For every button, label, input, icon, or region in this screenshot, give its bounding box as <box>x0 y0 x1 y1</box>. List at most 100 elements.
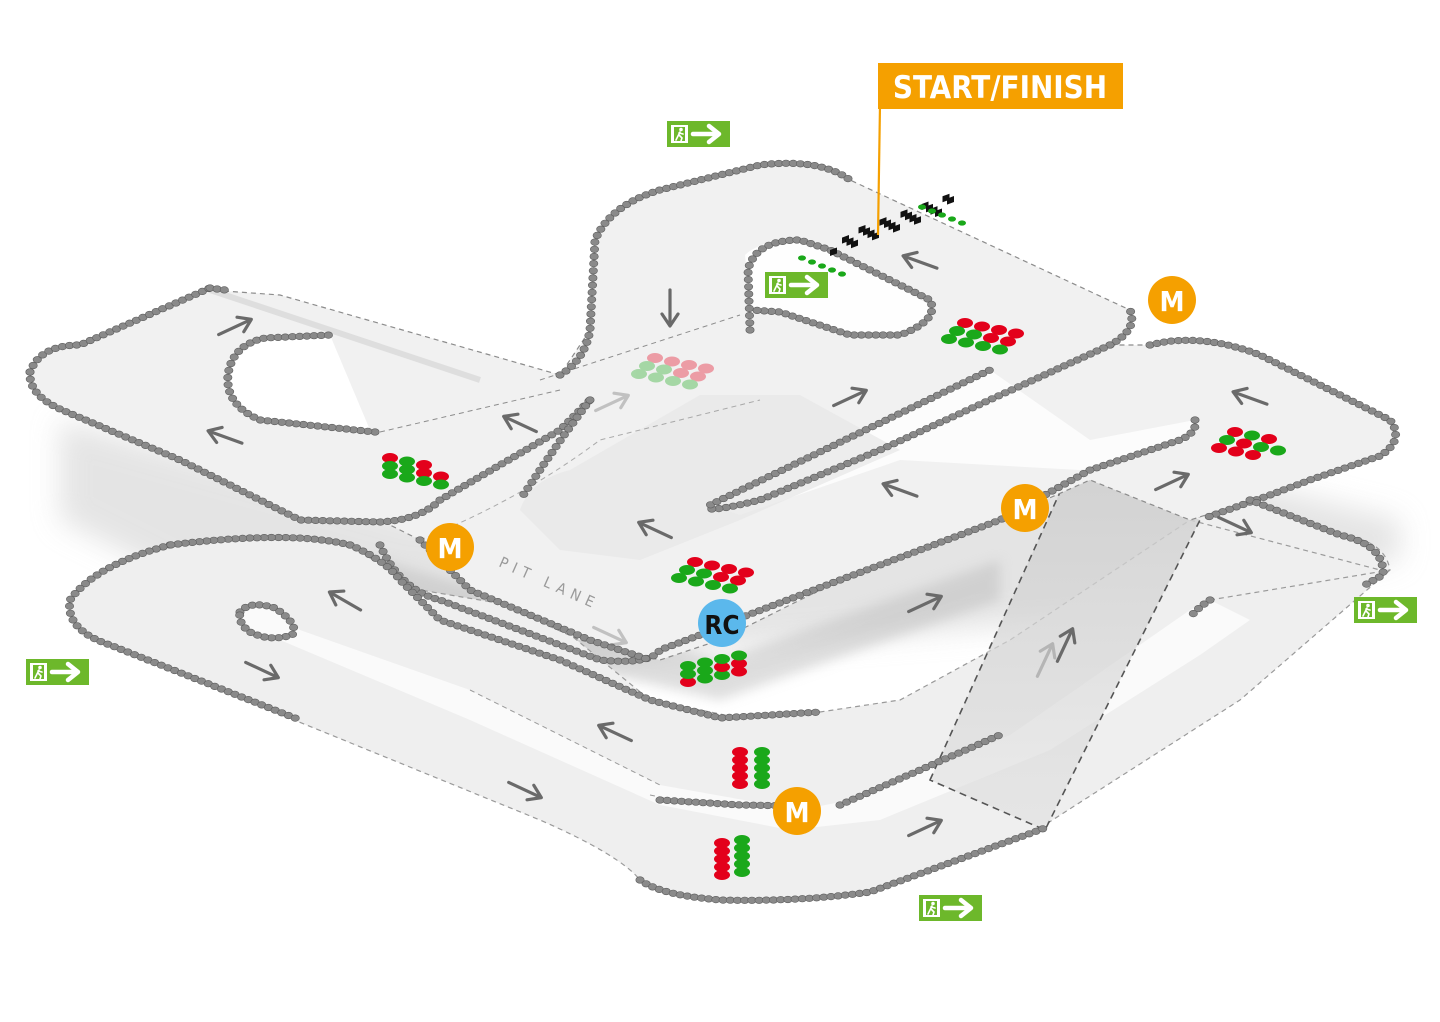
start-finish-label: START/FINISH <box>893 70 1107 106</box>
signal-light-group <box>714 835 750 880</box>
emergency-exit-sign[interactable] <box>667 121 730 147</box>
tire-barrier <box>584 331 594 340</box>
signal-light-group <box>631 353 714 390</box>
tire-barrier <box>527 478 537 486</box>
tire-barrier <box>478 471 488 479</box>
arrow-right-icon <box>788 274 820 296</box>
tire-barrier <box>912 323 922 331</box>
direction-arrow <box>592 625 628 647</box>
start-finish-sign[interactable]: START/FINISH <box>876 63 1123 236</box>
tire-barrier <box>323 331 333 339</box>
tire-barrier <box>223 381 233 389</box>
arrow-right-icon <box>942 897 974 919</box>
direction-arrow <box>1055 627 1077 663</box>
tire-barrier <box>229 353 239 361</box>
direction-arrow <box>1154 470 1190 492</box>
emergency-exit-sign[interactable] <box>26 659 89 685</box>
tire-barrier <box>579 345 589 353</box>
tire-barrier <box>428 609 438 617</box>
direction-arrow <box>507 780 543 802</box>
tire-barrier <box>98 567 108 575</box>
tire-barrier <box>28 361 38 370</box>
tire-barrier <box>456 577 466 585</box>
tire-barrier <box>441 492 451 501</box>
tire-barrier <box>837 171 847 179</box>
direction-arrow <box>1035 642 1057 678</box>
signal-light-group <box>680 650 747 687</box>
tire-barrier <box>535 466 545 474</box>
tire-barrier <box>1085 466 1095 474</box>
tire-barrier <box>472 474 482 482</box>
tire-barrier <box>539 460 549 468</box>
signal-light-group <box>732 747 770 789</box>
tire-barrier <box>75 584 85 593</box>
tire-barrier <box>596 225 606 233</box>
tire-barrier <box>42 398 52 406</box>
tire-barrier <box>555 371 565 379</box>
tire-barrier <box>843 175 853 183</box>
tire-barrier <box>635 876 645 884</box>
tire-barrier <box>364 550 374 559</box>
direction-arrow <box>217 315 253 337</box>
tire-barrier <box>744 261 754 270</box>
emergency-exit-icon <box>1358 601 1375 619</box>
tire-barrier <box>249 413 259 421</box>
tire-barrier <box>926 307 936 316</box>
tire-barrier <box>589 252 599 261</box>
direction-arrow <box>1217 515 1253 537</box>
direction-arrow <box>206 425 244 445</box>
tire-barrier <box>581 402 591 410</box>
tire-barrier <box>466 478 476 486</box>
tire-barrier <box>246 628 256 637</box>
tire-barrier <box>460 482 470 490</box>
tire-barrier <box>757 245 767 253</box>
direction-arrow <box>637 518 673 540</box>
marshal-post[interactable]: M <box>773 787 821 835</box>
emergency-exit-icon <box>769 276 786 294</box>
tire-barrier <box>744 312 754 320</box>
tire-barrier <box>531 472 541 480</box>
marshal-post[interactable]: M <box>1001 484 1049 532</box>
emergency-exit-sign[interactable] <box>1354 597 1417 623</box>
tire-barrier <box>586 303 596 311</box>
tire-barrier <box>226 359 236 368</box>
tire-barrier <box>72 622 82 630</box>
tire-barrier <box>587 296 597 304</box>
tire-barrier <box>461 582 471 590</box>
marshal-label: M <box>1159 285 1184 318</box>
upper-deck <box>29 163 1394 661</box>
tire-barrier <box>1386 417 1396 425</box>
race-control-post[interactable]: RC <box>698 599 746 647</box>
marshal-post[interactable]: M <box>1148 276 1196 324</box>
tire-barrier <box>993 732 1003 740</box>
tire-barrier <box>269 603 279 612</box>
emergency-exit-sign[interactable] <box>765 272 828 298</box>
marshal-post[interactable]: M <box>426 523 474 571</box>
tire-barrier <box>587 288 597 297</box>
direction-arrows <box>206 250 1269 838</box>
tire-barrier <box>1072 473 1082 481</box>
tire-barrier <box>485 467 495 475</box>
tire-barrier <box>25 375 35 383</box>
tire-barrier <box>375 541 385 549</box>
tire-barrier <box>491 463 501 472</box>
direction-arrow <box>1231 386 1269 406</box>
direction-arrow <box>907 592 943 614</box>
direction-arrow <box>901 250 939 270</box>
tire-barrier <box>592 231 602 239</box>
tire-barrier <box>417 508 427 517</box>
direction-arrow <box>244 660 280 682</box>
tire-barrier <box>568 419 578 427</box>
tire-barrier <box>1377 561 1387 569</box>
tire-barrier <box>622 200 632 209</box>
tire-barrier <box>1126 322 1136 330</box>
emergency-exit-sign[interactable] <box>919 895 982 921</box>
tire-barrier <box>370 554 380 562</box>
tire-barrier <box>745 326 755 334</box>
tire-barrier <box>600 219 610 227</box>
tire-barrier <box>588 267 598 275</box>
tire-barrier <box>551 443 561 451</box>
tire-barrier <box>588 274 598 282</box>
tire-barrier <box>412 593 422 602</box>
